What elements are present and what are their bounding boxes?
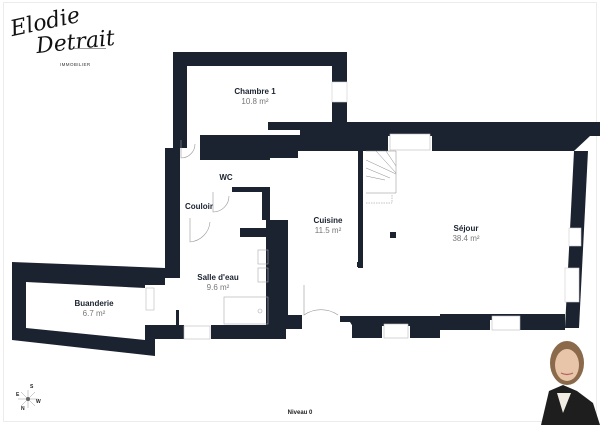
room-couloir: Couloir — [185, 202, 213, 211]
doors — [180, 140, 339, 316]
logo-underline — [74, 48, 106, 49]
compass-w: W — [36, 399, 41, 405]
fixtures — [223, 249, 269, 325]
agent-photo — [541, 341, 600, 425]
compass-e: E — [16, 392, 20, 398]
level-label: Niveau 0 — [287, 410, 313, 416]
plan-frame — [3, 2, 597, 422]
brand-logo: Elodie Detrait IMMOBILIER — [4, 3, 116, 70]
walls — [12, 52, 600, 356]
compass-icon — [18, 390, 38, 408]
compass-n: N — [21, 406, 25, 412]
staircase — [365, 150, 397, 204]
compass-rose: S E W N — [12, 384, 44, 412]
room-wc: WC — [219, 173, 233, 182]
windows — [145, 133, 521, 340]
brand-tagline: IMMOBILIER — [60, 62, 91, 67]
compass-s: S — [30, 384, 34, 390]
